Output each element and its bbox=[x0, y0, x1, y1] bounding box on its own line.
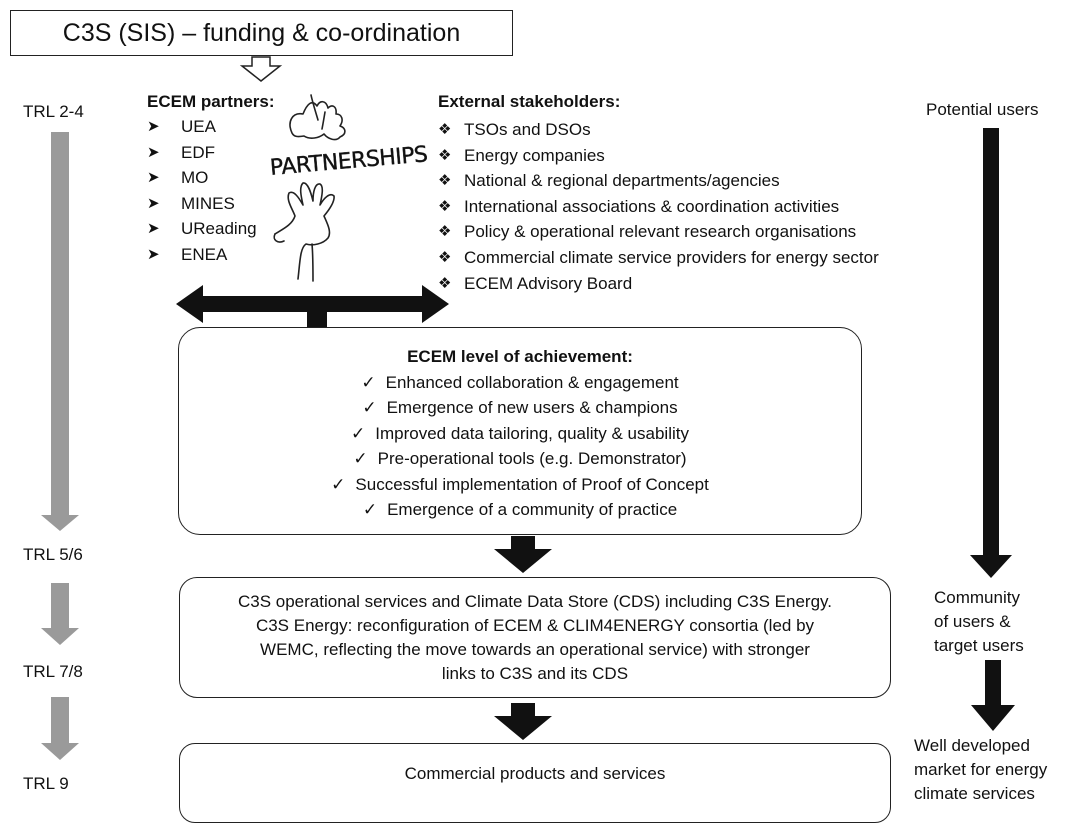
list-item: ➤EDF bbox=[147, 140, 257, 166]
grey-arrow-trl-5-6 bbox=[41, 583, 79, 645]
double-headed-arrow bbox=[176, 285, 449, 323]
list-item: ✓Emergence of new users & champions bbox=[362, 398, 678, 417]
checkmark: ✓ bbox=[353, 449, 368, 468]
market-label: Well developed market for energy climate… bbox=[914, 736, 1048, 803]
diamond-bullet: ❖ bbox=[438, 121, 452, 138]
diamond-bullet: ❖ bbox=[438, 172, 452, 190]
achievement-box: ECEM level of achievement: ✓Enhanced col… bbox=[178, 327, 862, 535]
services-line: C3S operational services and Climate Dat… bbox=[237, 592, 832, 611]
arrowhead-bullet: ➤ bbox=[147, 169, 160, 187]
list-item: ✓Successful implementation of Proof of C… bbox=[331, 474, 709, 494]
list-item: ➤MO bbox=[147, 165, 257, 191]
diamond-bullet: ❖ bbox=[438, 146, 452, 164]
checkmark: ✓ bbox=[362, 398, 377, 417]
list-item: ❖Commercial climate service providers fo… bbox=[438, 245, 879, 271]
right-arrow-potential-users bbox=[970, 128, 1012, 578]
arrowhead-bullet: ➤ bbox=[147, 194, 160, 212]
diamond-bullet: ❖ bbox=[438, 248, 452, 266]
services-line: links to C3S and its CDS bbox=[441, 664, 629, 683]
grey-arrow-trl-2-4 bbox=[41, 132, 79, 531]
list-item: ➤ENEA bbox=[147, 242, 257, 268]
services-line: WEMC, reflecting the move towards an ope… bbox=[260, 640, 810, 659]
commercial-label: Commercial products and services bbox=[404, 764, 666, 783]
diamond-bullet: ❖ bbox=[438, 274, 452, 292]
achievement-heading: ECEM level of achievement: bbox=[407, 347, 633, 366]
checkmark: ✓ bbox=[331, 474, 346, 494]
diamond-bullet: ❖ bbox=[438, 223, 452, 241]
trl-label-9: TRL 9 bbox=[23, 774, 69, 793]
stakeholders-heading: External stakeholders: bbox=[438, 92, 621, 111]
list-item: ❖National & regional departments/agencie… bbox=[438, 168, 879, 194]
list-item: ❖Policy & operational relevant research … bbox=[438, 219, 879, 245]
list-item: ❖Energy companies bbox=[438, 143, 879, 169]
down-arrow-achievement bbox=[494, 536, 552, 573]
list-item: ❖International associations & coordinati… bbox=[438, 194, 879, 220]
grey-arrow-trl-7-8 bbox=[41, 697, 79, 760]
list-item: ✓Emergence of a community of practice bbox=[362, 500, 678, 519]
services-box: C3S operational services and Climate Dat… bbox=[179, 577, 891, 698]
services-line: C3S Energy: reconfiguration of ECEM & CL… bbox=[255, 616, 815, 635]
down-arrow-services bbox=[494, 703, 552, 740]
trl-label-7-8: TRL 7/8 bbox=[23, 662, 83, 681]
top-box-label: C3S (SIS) – funding & co-ordination bbox=[62, 18, 461, 47]
commercial-box: Commercial products and services bbox=[179, 743, 891, 823]
list-item: ❖TSOs and DSOs bbox=[438, 117, 879, 143]
partners-heading: ECEM partners: bbox=[147, 92, 275, 111]
trl-label-5-6: TRL 5/6 bbox=[23, 545, 83, 564]
arrowhead-bullet: ➤ bbox=[147, 143, 160, 161]
list-item: ➤MINES bbox=[147, 191, 257, 217]
hand-up-icon bbox=[289, 94, 346, 141]
checkmark: ✓ bbox=[351, 423, 366, 443]
checkmark: ✓ bbox=[361, 372, 376, 392]
arrowhead-bullet: ➤ bbox=[147, 118, 160, 135]
potential-users-label: Potential users bbox=[926, 100, 1039, 119]
top-funding-box: C3S (SIS) – funding & co-ordination bbox=[10, 10, 513, 56]
list-item: ➤UEA bbox=[147, 114, 257, 140]
stakeholders-list: ❖TSOs and DSOs ❖Energy companies ❖Nation… bbox=[438, 117, 879, 296]
diamond-bullet: ❖ bbox=[438, 197, 452, 215]
right-arrow-community bbox=[971, 660, 1015, 731]
list-item: ➤UReading bbox=[147, 216, 257, 242]
arrowhead-bullet: ➤ bbox=[147, 220, 160, 238]
list-item: ✓Pre-operational tools (e.g. Demonstrato… bbox=[353, 449, 687, 468]
trl-label-2-4: TRL 2-4 bbox=[23, 102, 84, 121]
arrowhead-bullet: ➤ bbox=[147, 245, 160, 263]
list-item: ❖ECEM Advisory Board bbox=[438, 271, 879, 297]
list-item: ✓Enhanced collaboration & engagement bbox=[361, 372, 679, 392]
list-item: ✓Improved data tailoring, quality & usab… bbox=[351, 423, 689, 443]
hollow-down-arrow bbox=[239, 56, 283, 82]
community-label: Community of users & target users bbox=[934, 588, 1024, 655]
partners-list: ➤UEA ➤EDF ➤MO ➤MINES ➤UReading ➤ENEA bbox=[147, 114, 257, 268]
checkmark: ✓ bbox=[362, 500, 378, 519]
hand-down-icon bbox=[273, 182, 335, 282]
